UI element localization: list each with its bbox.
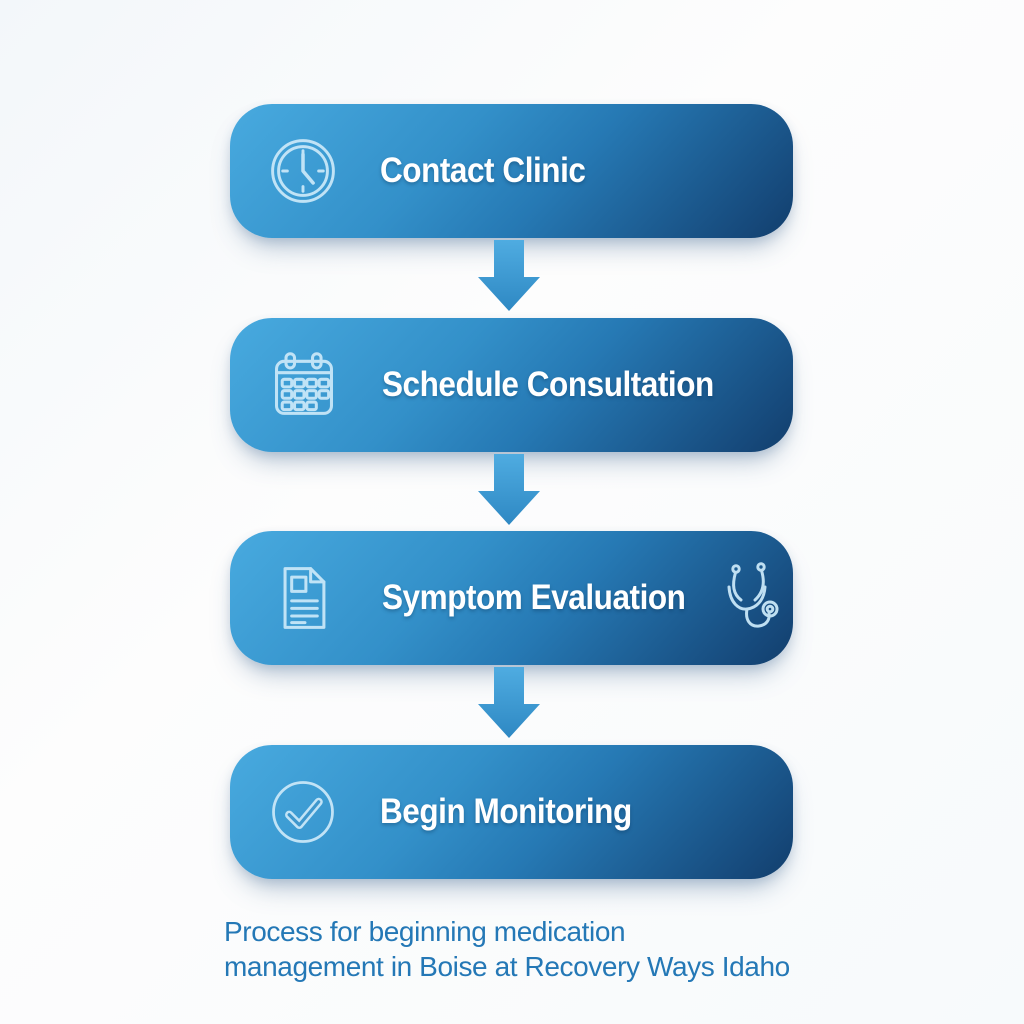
step-label: Schedule Consultation <box>382 365 714 404</box>
flow-step-symptom-evaluation: Symptom Evaluation <box>230 531 793 665</box>
step-label: Symptom Evaluation <box>382 578 686 617</box>
down-arrow-icon <box>478 454 540 525</box>
down-arrow-icon <box>478 240 540 311</box>
step-label: Contact Clinic <box>380 151 586 190</box>
caption: Process for beginning medication managem… <box>224 914 790 984</box>
clock-icon <box>268 136 338 206</box>
calendar-icon <box>268 349 340 421</box>
stethoscope-icon <box>719 560 791 637</box>
flow-step-begin-monitoring: Begin Monitoring <box>230 745 793 879</box>
flow-step-contact-clinic: Contact Clinic <box>230 104 793 238</box>
step-label: Begin Monitoring <box>380 792 632 831</box>
caption-line2: management in Boise at Recovery Ways Ida… <box>224 951 790 982</box>
flow-step-schedule-consultation: Schedule Consultation <box>230 318 793 452</box>
document-icon <box>268 562 340 634</box>
down-arrow-icon <box>478 667 540 738</box>
caption-line1: Process for beginning medication <box>224 916 626 947</box>
check-circle-icon <box>268 777 338 847</box>
